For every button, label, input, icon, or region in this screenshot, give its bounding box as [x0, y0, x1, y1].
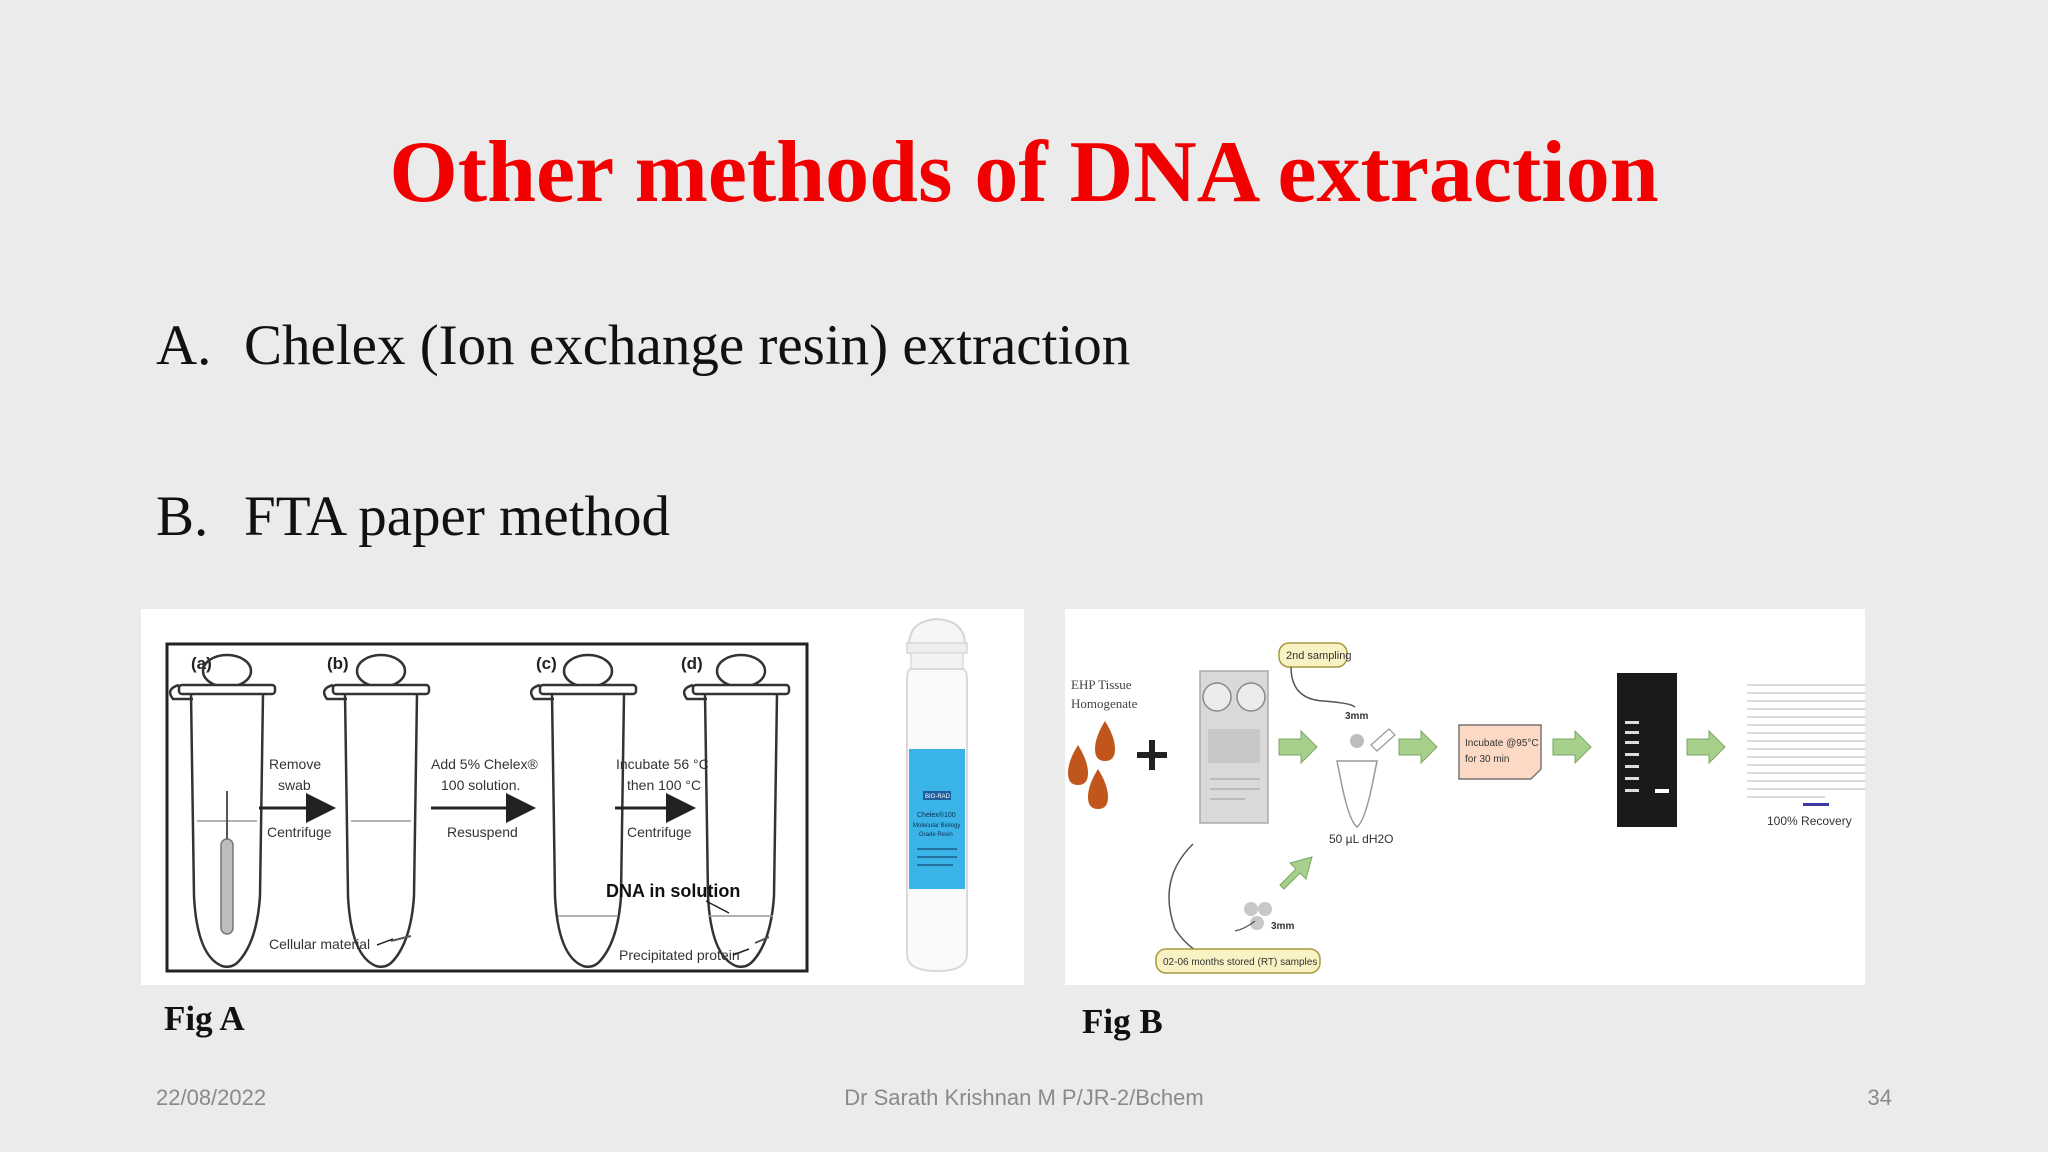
sample-label-1: EHP Tissue: [1071, 677, 1132, 692]
curved-arrow-top: [1290, 666, 1356, 708]
second-sampling-badge: 2nd sampling: [1278, 642, 1351, 668]
arrow3-top-line2: then 100 °C: [627, 777, 701, 793]
green-arrow-4: [1686, 729, 1726, 765]
figure-a-chelex-diagram: (a) (b) (c) (d) Remove swab Cent: [141, 609, 1024, 985]
tube-a-icon: [168, 653, 277, 969]
tube-c-icon: [529, 653, 638, 969]
arrow2-bottom: Resuspend: [447, 824, 518, 840]
slide-title: Other methods of DNA extraction: [389, 124, 1659, 221]
punch-size-top: 3mm: [1345, 711, 1368, 722]
tube-d-icon: [682, 653, 791, 969]
list-item-text: Chelex (Ion exchange resin) extraction: [244, 314, 1131, 377]
incubate-line2: for 30 min: [1465, 754, 1509, 765]
incubate-line1: Incubate @95°C: [1465, 738, 1539, 749]
chelex-bottle-icon: BIO-RAD Chelex®100 Molecular Biology Gra…: [906, 617, 968, 973]
list-item-fta: B. FTA paper method: [156, 482, 670, 552]
footer-author: Dr Sarath Krishnan M P/JR-2/Bchem: [844, 1085, 1204, 1110]
arrow-3: Incubate 56 °C then 100 °C Centrifuge: [615, 756, 709, 840]
recovery-label: 100% Recovery: [1767, 814, 1852, 828]
list-item-text: FTA paper method: [244, 485, 671, 548]
arrow1-top-line1: Remove: [269, 756, 321, 772]
figure-b-fta-diagram: EHP Tissue Homogenate 2nd sampling 3mm: [1065, 609, 1865, 985]
water-volume-label: 50 µL dH2O: [1329, 832, 1394, 846]
green-arrow-3: [1552, 729, 1592, 765]
bottle-brand: BIO-RAD: [925, 794, 951, 800]
sequence-result-icon: [1747, 684, 1865, 806]
tube-b-icon: [322, 653, 431, 969]
gel-electrophoresis-icon: [1617, 673, 1677, 827]
plus-icon: [1137, 740, 1167, 770]
arrow1-bottom: Centrifuge: [267, 824, 332, 840]
arrow3-top-line1: Incubate 56 °C: [616, 756, 709, 772]
arrow3-bottom: Centrifuge: [627, 824, 692, 840]
arrow1-top-line2: swab: [278, 777, 311, 793]
footer-date: 22/08/2022: [156, 1085, 267, 1110]
figure-a-caption: Fig A: [164, 999, 245, 1038]
step-label-d: (d): [681, 654, 703, 673]
bottle-text-1: Chelex®100: [917, 811, 956, 819]
bottle-text-2: Molecular Biology: [913, 823, 960, 829]
cellular-material-label: Cellular material: [269, 936, 370, 952]
arrow-2: Add 5% Chelex® 100 solution. Resuspend: [431, 756, 539, 840]
bottle-text-3: Grade Resin: [919, 832, 953, 838]
sample-label-2: Homogenate: [1071, 696, 1138, 711]
punch-size-bottom: 3mm: [1271, 921, 1294, 932]
incubate-note: Incubate @95°C for 30 min: [1458, 724, 1542, 780]
stored-samples-label: 02-06 months stored (RT) samples: [1163, 957, 1317, 968]
curved-arrow-bottom: [1168, 843, 1226, 960]
list-item-chelex: A. Chelex (Ion exchange resin) extraction: [156, 311, 1130, 381]
arrow2-top-line1: Add 5% Chelex®: [431, 756, 539, 772]
arrow-1: Remove swab Centrifuge: [259, 756, 336, 840]
tube-icon: [1336, 728, 1396, 828]
green-arrow-1: [1278, 729, 1318, 765]
stored-samples-badge: 02-06 months stored (RT) samples: [1155, 948, 1321, 974]
paper-discs-icon: [1244, 902, 1272, 930]
figure-b-caption: Fig B: [1082, 1002, 1163, 1041]
fta-card-icon: [1199, 670, 1269, 824]
green-arrow-2: [1398, 729, 1438, 765]
list-item-marker: B.: [156, 485, 209, 548]
second-sampling-label: 2nd sampling: [1286, 650, 1351, 662]
green-arrow-up: [1279, 856, 1313, 890]
footer-page-number: 34: [1867, 1085, 1892, 1110]
arrow2-top-line2: 100 solution.: [441, 777, 520, 793]
step-label-c: (c): [536, 654, 557, 673]
step-label-b: (b): [327, 654, 349, 673]
blood-drops-icon: [1068, 721, 1115, 809]
precipitated-protein-label: Precipitated protein: [619, 947, 740, 963]
list-item-marker: A.: [156, 314, 212, 377]
dna-in-solution-label: DNA in solution: [606, 881, 740, 901]
step-label-a: (a): [191, 654, 212, 673]
